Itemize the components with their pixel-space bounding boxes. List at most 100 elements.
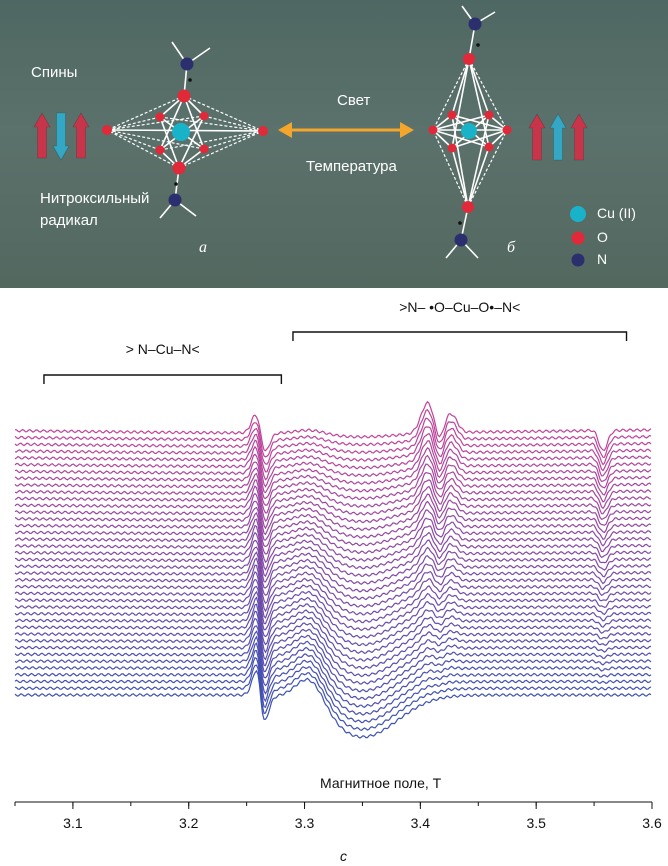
radical-dot [174, 182, 178, 186]
o-atom [484, 142, 494, 152]
spectrum-line [14, 518, 652, 564]
spectrum-line [14, 610, 652, 670]
radical-dot [476, 43, 480, 47]
bracket [292, 331, 628, 341]
spectrum-line [14, 417, 652, 466]
spectra-series [14, 400, 652, 739]
o-atom [447, 143, 457, 153]
light-temperature-double-arrow [278, 122, 414, 138]
bond [468, 58, 490, 116]
spectrum-line [14, 578, 652, 632]
spectrum-line [14, 664, 652, 731]
double-arrow-right-head [400, 122, 414, 138]
radical-dot [188, 78, 192, 82]
bracket-label: > N–Cu–N< [126, 341, 200, 357]
brackets: > N–Cu–N< >N– •O–Cu–O•–N< [43, 299, 628, 384]
o-atom [102, 125, 112, 135]
legend-dot [570, 206, 586, 222]
legend-dot [571, 253, 585, 267]
spectrum-line [14, 531, 652, 578]
spectrum-line [14, 454, 651, 500]
bond-dashed [203, 130, 264, 150]
bond [467, 146, 490, 208]
spectrum-line [14, 617, 652, 678]
bond-dashed [178, 130, 264, 169]
legend-n-label: N [597, 251, 608, 267]
spin-up-arrow [72, 112, 90, 159]
x-tick-label: 3.4 [411, 815, 431, 831]
o-atom [463, 53, 475, 65]
o-atom [428, 125, 438, 135]
panel-c-label: с [340, 848, 347, 864]
bond-dashed [106, 129, 180, 169]
spectrum-line [14, 492, 652, 536]
spectrum-line [14, 570, 652, 624]
bond [178, 115, 205, 169]
o-atom [462, 201, 474, 213]
temperature-label: Температура [306, 158, 397, 175]
spin-up-arrow [570, 113, 588, 161]
bond [451, 147, 469, 208]
spin-up-arrow [549, 113, 567, 161]
spectrum-line [14, 635, 652, 701]
spin-arrows [33, 112, 588, 161]
spectrum-line [14, 630, 652, 693]
x-tick-label: 3.3 [295, 815, 315, 831]
cu-atom [172, 123, 190, 141]
bracket-label: >N– •O–Cu–O•–N< [399, 299, 520, 315]
legend-dot [571, 231, 585, 245]
legend-cu-label: Cu (II) [597, 205, 636, 221]
legend-dots [570, 206, 586, 267]
bond [183, 95, 205, 150]
spectrum-line [14, 524, 652, 571]
bond [432, 129, 490, 148]
o-atom [172, 161, 186, 175]
cu-atom [461, 123, 477, 139]
o-atom [177, 89, 191, 103]
spin-up-arrow [528, 113, 546, 161]
n-atom [454, 233, 468, 247]
spectrum-line [14, 426, 652, 473]
x-tick-label: 3.5 [526, 815, 546, 831]
bond-dashed [432, 58, 470, 131]
spectrum-line [14, 471, 652, 514]
spectrum-line [14, 551, 652, 601]
double-arrow-left-head [278, 122, 292, 138]
bond [159, 95, 185, 151]
o-atom [199, 144, 209, 154]
spectrum-line [14, 642, 652, 708]
bond-dashed [106, 115, 205, 131]
bond-dashed [106, 129, 161, 151]
spectrum-line [14, 440, 652, 488]
bond-dashed [467, 129, 508, 208]
spectrum-line [14, 409, 652, 458]
spectrum-line [14, 446, 652, 494]
spectrum-line [14, 596, 652, 654]
bond-dashed [203, 115, 264, 132]
scheme-drawing [33, 5, 588, 267]
bond-dashed [468, 58, 508, 131]
radical-dot [458, 221, 462, 225]
spectrum-line [14, 479, 652, 522]
x-tick-label: 3.2 [179, 815, 199, 831]
bracket [43, 374, 283, 384]
spectrum-line [14, 564, 652, 616]
spectrum-line [14, 463, 652, 506]
spectrum-line [14, 511, 652, 555]
radical-label-line1: Нитроксильный [40, 190, 150, 207]
spectrum-line [14, 500, 652, 541]
o-atom [155, 145, 165, 155]
spectrum-line [14, 625, 652, 685]
x-tick-label: 3.6 [642, 815, 662, 831]
spectrum-line [14, 585, 652, 639]
spectrum-line [14, 546, 652, 593]
o-atom [258, 126, 268, 136]
light-label: Свет [337, 92, 371, 109]
spectrum-line [15, 557, 652, 609]
spectrum-line [14, 656, 652, 724]
spectrum-line [14, 485, 652, 530]
bond-dashed [432, 129, 469, 208]
legend-o-label: O [597, 229, 608, 245]
o-atom [447, 110, 457, 120]
